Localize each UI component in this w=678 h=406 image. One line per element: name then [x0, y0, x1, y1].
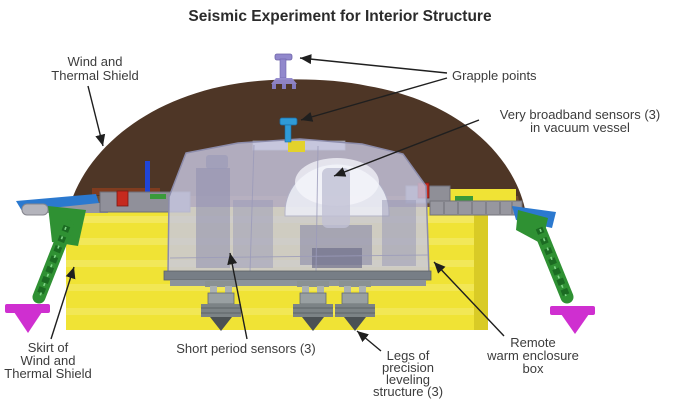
leader-remote [433, 261, 505, 337]
leader-short-period [227, 252, 248, 340]
label-remote-line3: box [523, 361, 544, 376]
label-remote-line1: Remote [510, 335, 556, 350]
enclosure-base-plate [163, 270, 432, 281]
blue-rod [145, 161, 150, 194]
leader-wind-thermal [87, 85, 106, 147]
skirt-right-shade [474, 207, 488, 330]
leader-grapple-lower [300, 77, 448, 122]
left-green-strip [150, 194, 166, 199]
left-red-box [116, 190, 129, 207]
label-skirt-line2: Wind and [21, 353, 76, 368]
label-skirt: Skirt of Wind and Thermal Shield [4, 340, 91, 381]
label-wind-thermal-line2: Thermal Shield [51, 68, 138, 83]
label-legs-line2: precision [382, 360, 434, 375]
label-legs-line1: Legs of [387, 348, 430, 363]
label-short-period: Short period sensors (3) [176, 341, 315, 356]
sensor-foot-left [201, 281, 241, 331]
right-foot-cone [561, 314, 589, 334]
sensor-foot-right [335, 281, 375, 331]
leader-grapple-top [299, 54, 448, 74]
right-foot-bar [550, 306, 595, 315]
leader-legs [356, 330, 382, 352]
left-leg-highlight [39, 226, 67, 297]
grapple-point-lower-icon [279, 117, 298, 143]
label-wind-thermal-shield: Wind and Thermal Shield [51, 54, 138, 83]
right-green-strip [455, 196, 473, 201]
leader-skirt [50, 266, 76, 340]
leader-vbb [333, 119, 480, 177]
skirt-stripe [66, 308, 488, 315]
right-leg-highlight [539, 228, 567, 297]
label-vbb-line2: in vacuum vessel [530, 120, 630, 135]
label-vbb-line1: Very broadband sensors (3) [500, 107, 660, 122]
left-foot-cone [14, 312, 42, 333]
label-legs-line4: structure (3) [373, 384, 443, 399]
left-cylinder [21, 203, 49, 216]
label-legs: Legs of precision leveling structure (3) [373, 348, 443, 399]
label-wind-thermal-line1: Wind and [68, 54, 123, 69]
label-remote: Remote warm enclosure box [486, 335, 579, 376]
grapple-lower-base [288, 141, 305, 152]
label-skirt-line3: Thermal Shield [4, 366, 91, 381]
right-yellow-patch [432, 189, 516, 203]
label-very-broadband: Very broadband sensors (3) in vacuum ves… [500, 107, 660, 135]
label-remote-line2: warm enclosure [486, 348, 579, 363]
label-grapple-points: Grapple points [452, 68, 537, 83]
left-rail [30, 203, 108, 213]
grapple-point-top-icon [271, 53, 297, 89]
skirt-stripe [66, 284, 488, 291]
sensor-foot-middle [293, 281, 333, 331]
left-foot-bar [5, 304, 50, 313]
page-title: Seismic Experiment for Interior Structur… [188, 8, 492, 25]
enclosure-machinery [169, 144, 429, 273]
label-skirt-line1: Skirt of [28, 340, 69, 355]
label-legs-line3: leveling [386, 372, 430, 387]
right-rail-notches [443, 202, 513, 214]
